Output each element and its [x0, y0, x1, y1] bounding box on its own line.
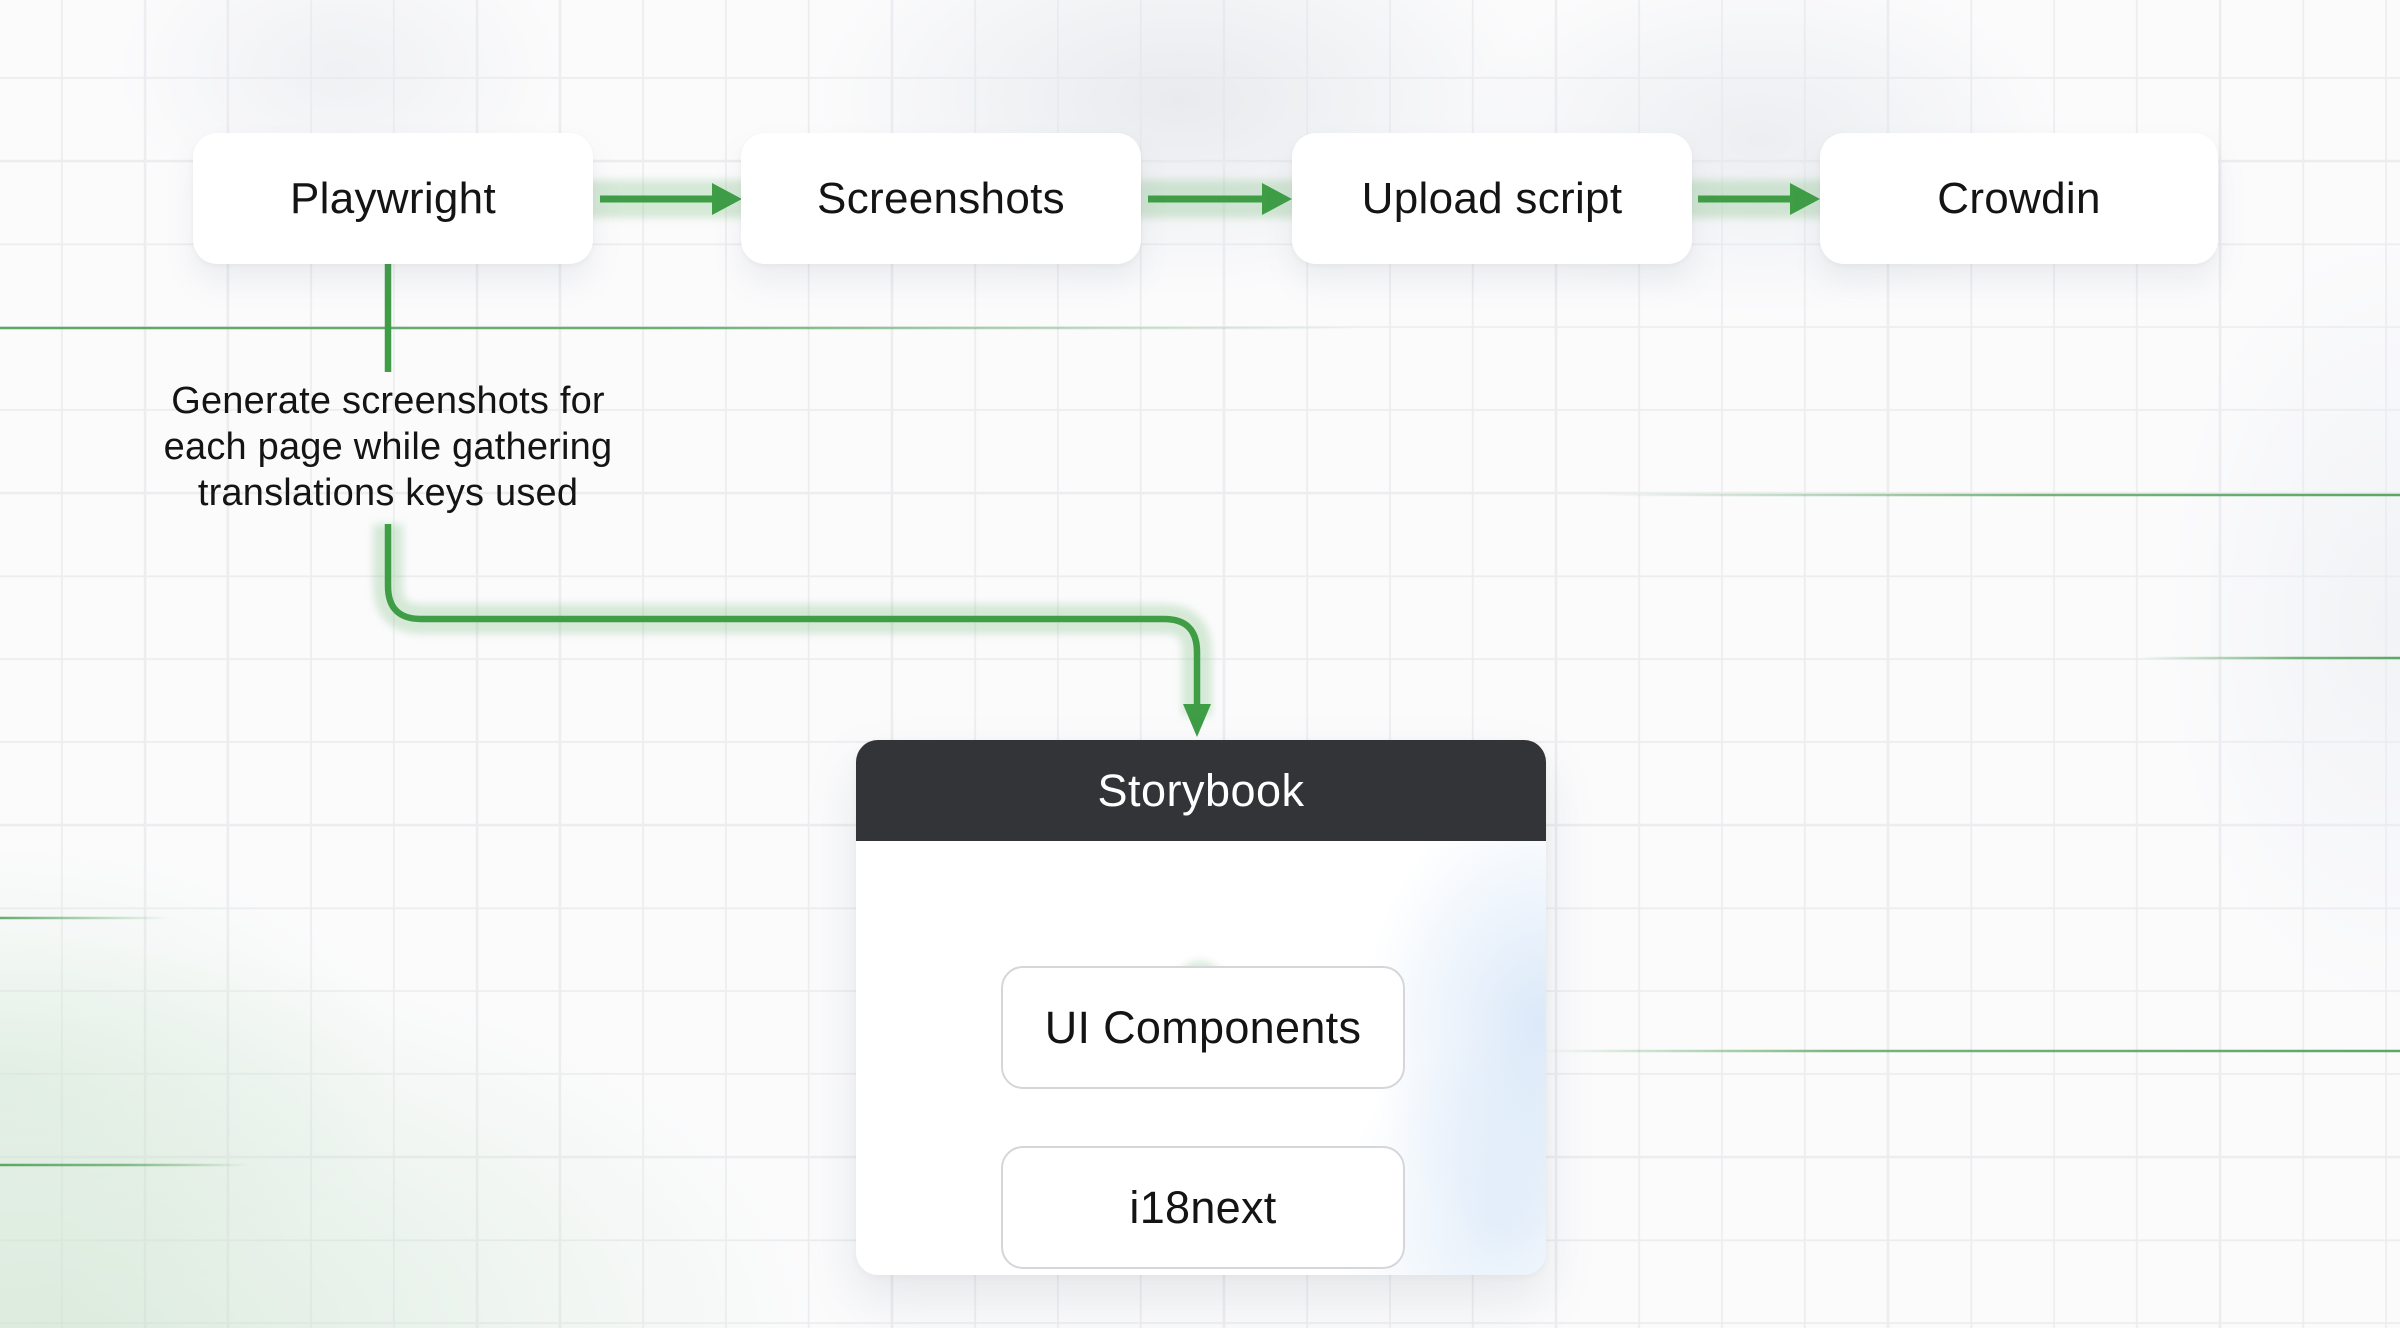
storybook-body: UI Components i18next	[856, 841, 1546, 1275]
storybook-node-i18next: i18next	[1001, 1146, 1405, 1269]
storybook-header: Storybook	[856, 740, 1546, 841]
flow-node-label: Crowdin	[1937, 173, 2101, 223]
storybook-container: Storybook UI Components i18next	[856, 740, 1546, 1275]
flow-node-playwright: Playwright	[193, 133, 593, 264]
flow-node-label: Playwright	[290, 173, 496, 223]
storybook-node-ui-components: UI Components	[1001, 966, 1405, 1089]
arrow-upload-crowdin	[1698, 183, 1820, 215]
annotation-line: Generate screenshots for	[171, 380, 605, 422]
arrow-playwright-screenshots	[600, 183, 742, 215]
flow-node-screenshots: Screenshots	[741, 133, 1141, 264]
inner-node-label: UI Components	[1044, 1001, 1362, 1053]
flow-node-label: Screenshots	[817, 173, 1065, 223]
inner-node-label: i18next	[1129, 1181, 1277, 1233]
annotation-line: translations keys used	[197, 472, 579, 514]
flow-node-crowdin: Crowdin	[1820, 133, 2218, 264]
flow-node-label: Upload script	[1361, 173, 1623, 223]
branch-connector-playwright-storybook	[384, 264, 1211, 737]
branch-annotation: Generate screenshots for each page while…	[153, 378, 623, 516]
flow-node-upload-script: Upload script	[1292, 133, 1692, 264]
storybook-title: Storybook	[1097, 764, 1305, 816]
annotation-line: each page while gathering	[163, 426, 613, 468]
arrowhead-into-storybook	[1183, 704, 1211, 737]
arrow-screenshots-upload	[1148, 183, 1292, 215]
